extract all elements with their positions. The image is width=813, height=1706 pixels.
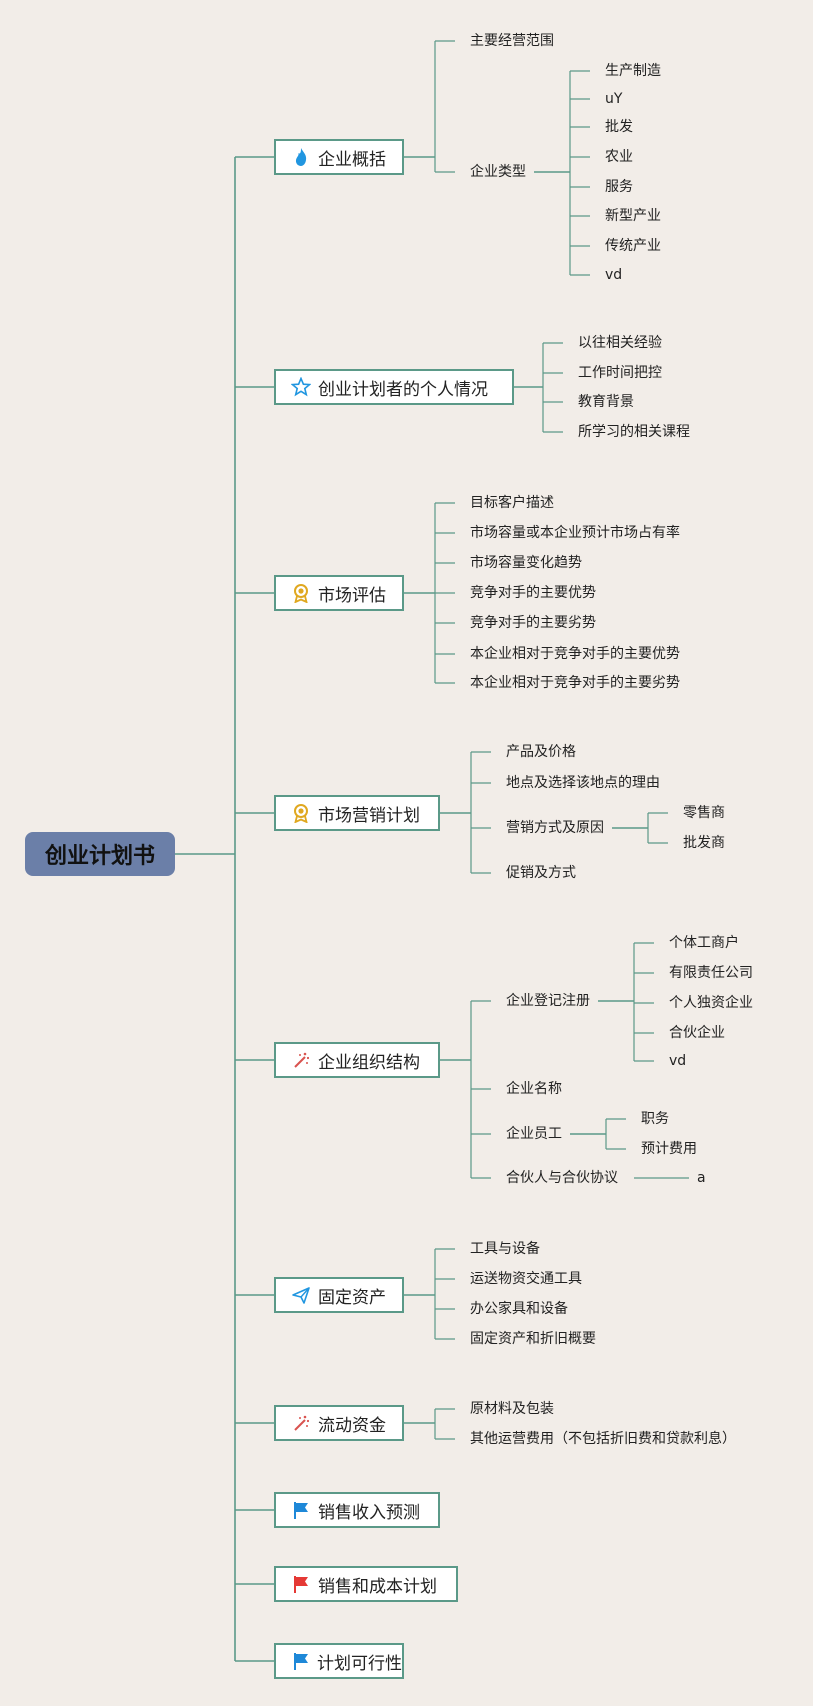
sparkle-icon (290, 1049, 312, 1071)
child-node[interactable]: 办公家具和设备 (470, 1301, 568, 1317)
branch-node-3[interactable]: 市场评估 (274, 575, 404, 611)
child-node[interactable]: 工作时间把控 (578, 365, 662, 381)
child-node[interactable]: 合伙人与合伙协议 (506, 1170, 618, 1186)
child-node[interactable]: 以往相关经验 (578, 335, 662, 351)
grandchild-node[interactable]: 职务 (641, 1111, 669, 1127)
grandchild-node[interactable]: a (697, 1170, 706, 1186)
child-node[interactable]: 地点及选择该地点的理由 (506, 775, 660, 791)
medal-icon (290, 582, 312, 604)
branch-label: 固定资产 (318, 1287, 386, 1308)
branch-label: 创业计划者的个人情况 (318, 379, 488, 400)
branch-node-2[interactable]: 创业计划者的个人情况 (274, 369, 514, 405)
grandchild-node[interactable]: vd (605, 267, 623, 283)
branch-node-7[interactable]: 流动资金 (274, 1405, 404, 1441)
star-icon (290, 376, 312, 398)
grandchild-node[interactable]: 农业 (605, 149, 633, 165)
branch-label: 市场营销计划 (318, 805, 420, 826)
grandchild-node[interactable]: 服务 (605, 179, 633, 195)
child-node[interactable]: 产品及价格 (506, 744, 576, 760)
branch-label: 市场评估 (318, 585, 386, 606)
child-node[interactable]: 促销及方式 (506, 865, 576, 881)
child-node[interactable]: 市场容量变化趋势 (470, 555, 582, 571)
branch-node-8[interactable]: 销售收入预测 (274, 1492, 440, 1528)
child-node[interactable]: 竞争对手的主要优势 (470, 585, 596, 601)
grandchild-node[interactable]: 生产制造 (605, 63, 661, 79)
child-node[interactable]: 教育背景 (578, 394, 634, 410)
branch-node-9[interactable]: 销售和成本计划 (274, 1566, 458, 1602)
branch-label: 流动资金 (318, 1415, 386, 1436)
medal-icon (290, 802, 312, 824)
blue-flag-icon (290, 1499, 312, 1521)
branch-label: 销售收入预测 (318, 1502, 420, 1523)
child-node[interactable]: 运送物资交通工具 (470, 1271, 582, 1287)
branch-node-5[interactable]: 企业组织结构 (274, 1042, 440, 1078)
grandchild-node[interactable]: vd (669, 1053, 687, 1069)
child-node[interactable]: 本企业相对于竞争对手的主要优势 (470, 646, 680, 662)
child-node[interactable]: 企业登记注册 (506, 993, 590, 1009)
grandchild-node[interactable]: 个体工商户 (669, 935, 739, 951)
grandchild-node[interactable]: 预计费用 (641, 1141, 697, 1157)
branch-node-6[interactable]: 固定资产 (274, 1277, 404, 1313)
child-node[interactable]: 企业名称 (506, 1081, 562, 1097)
grandchild-node[interactable]: 零售商 (683, 805, 725, 821)
grandchild-node[interactable]: 个人独资企业 (669, 995, 753, 1011)
branch-label: 企业概括 (318, 149, 386, 170)
branch-node-10[interactable]: 计划可行性 (274, 1643, 404, 1679)
branch-node-4[interactable]: 市场营销计划 (274, 795, 440, 831)
child-node[interactable]: 目标客户描述 (470, 495, 554, 511)
branch-label: 计划可行性 (317, 1653, 402, 1674)
grandchild-node[interactable]: 批发商 (683, 835, 725, 851)
child-node[interactable]: 工具与设备 (470, 1241, 540, 1257)
sparkle-icon (290, 1412, 312, 1434)
red-flag-icon (290, 1573, 312, 1595)
grandchild-node[interactable]: 合伙企业 (669, 1025, 725, 1041)
branch-node-1[interactable]: 企业概括 (274, 139, 404, 175)
blue-flag-icon (290, 1650, 311, 1672)
grandchild-node[interactable]: 有限责任公司 (669, 965, 753, 981)
child-node[interactable]: 本企业相对于竞争对手的主要劣势 (470, 675, 680, 691)
grandchild-node[interactable]: 新型产业 (605, 208, 661, 224)
child-node[interactable]: 所学习的相关课程 (578, 424, 690, 440)
child-node[interactable]: 市场容量或本企业预计市场占有率 (470, 525, 680, 541)
child-node[interactable]: 企业员工 (506, 1126, 562, 1142)
grandchild-node[interactable]: uY (605, 91, 623, 107)
child-node[interactable]: 其他运营费用（不包括折旧费和贷款利息） (470, 1431, 736, 1447)
child-node[interactable]: 竞争对手的主要劣势 (470, 615, 596, 631)
branch-label: 企业组织结构 (318, 1052, 420, 1073)
paper-plane-icon (290, 1284, 312, 1306)
child-node[interactable]: 原材料及包装 (470, 1401, 554, 1417)
grandchild-node[interactable]: 传统产业 (605, 238, 661, 254)
branch-label: 销售和成本计划 (318, 1576, 437, 1597)
fire-icon (290, 146, 312, 168)
child-node[interactable]: 营销方式及原因 (506, 820, 604, 836)
child-node[interactable]: 固定资产和折旧概要 (470, 1331, 596, 1347)
child-node[interactable]: 企业类型 (470, 164, 526, 180)
grandchild-node[interactable]: 批发 (605, 119, 633, 135)
root-node[interactable]: 创业计划书 (25, 832, 175, 876)
child-node[interactable]: 主要经营范围 (470, 33, 554, 49)
